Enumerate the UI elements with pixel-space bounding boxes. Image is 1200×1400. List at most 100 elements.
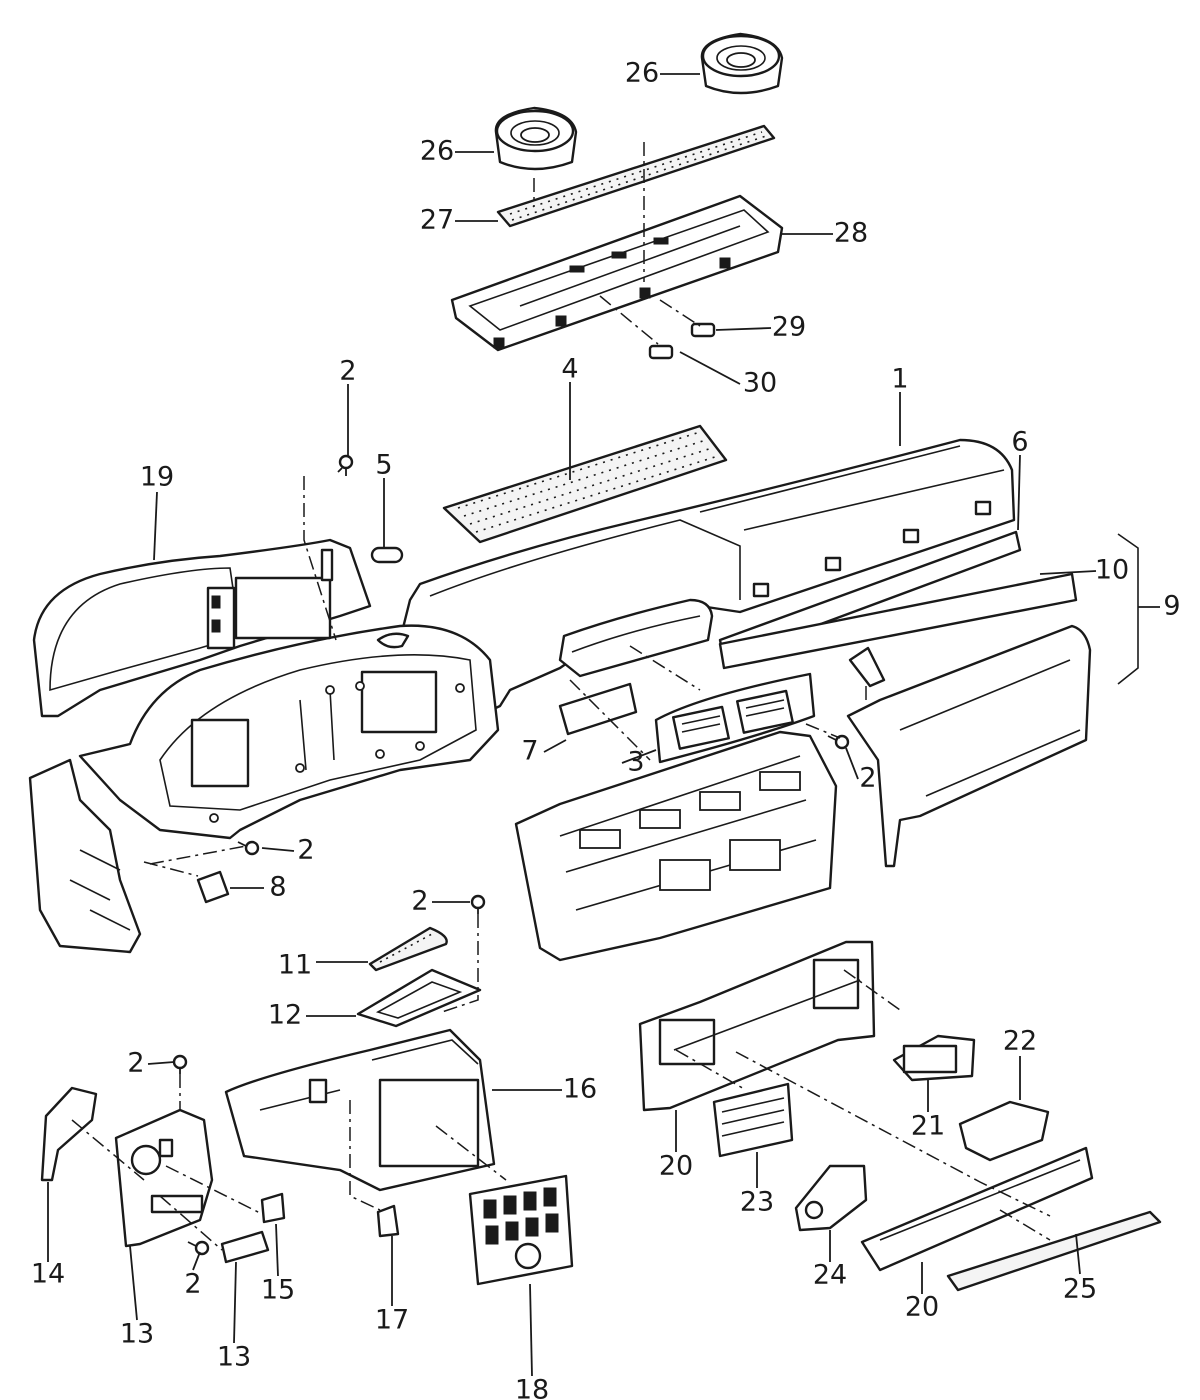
callout-2: 2 bbox=[261, 835, 315, 866]
callout-20: 20 bbox=[905, 1262, 939, 1323]
callout-28: 28 bbox=[782, 218, 868, 249]
cup-holder-left bbox=[494, 106, 578, 171]
callout-number: 20 bbox=[905, 1292, 939, 1323]
cover-13 bbox=[220, 1230, 270, 1264]
cap-8 bbox=[196, 870, 230, 904]
frame-12 bbox=[356, 968, 482, 1028]
callout-number: 30 bbox=[743, 368, 777, 399]
cap-15 bbox=[260, 1192, 286, 1224]
dashboard-frame bbox=[78, 624, 500, 840]
trim-strip-10 bbox=[718, 572, 1078, 670]
callout-number: 28 bbox=[834, 218, 868, 249]
center-console-16 bbox=[224, 1028, 496, 1192]
clip-29 bbox=[690, 322, 716, 338]
storage-tray bbox=[450, 194, 784, 352]
callout-number: 25 bbox=[1063, 1274, 1097, 1305]
glove-box-9 bbox=[846, 624, 1092, 868]
callout-22: 22 bbox=[1003, 1026, 1037, 1100]
knee-panel-13 bbox=[114, 1108, 214, 1248]
switch-panel-24 bbox=[794, 1164, 868, 1232]
callout-leader bbox=[715, 327, 772, 331]
callout-leader bbox=[1039, 570, 1097, 575]
callout-5: 5 bbox=[375, 450, 393, 548]
callout-number: 17 bbox=[375, 1305, 409, 1336]
callout-leader bbox=[1075, 1233, 1081, 1275]
callout-12: 12 bbox=[268, 1000, 356, 1031]
callout-14: 14 bbox=[31, 1182, 65, 1290]
callout-26: 26 bbox=[625, 58, 700, 89]
callout-number: 13 bbox=[217, 1342, 251, 1373]
cover-11 bbox=[368, 926, 448, 972]
callout-number: 10 bbox=[1095, 555, 1129, 586]
callout-8: 8 bbox=[230, 872, 287, 903]
callout-25: 25 bbox=[1063, 1233, 1097, 1305]
callout-leader bbox=[845, 747, 859, 780]
callout-9: 9 bbox=[1138, 591, 1181, 622]
callout-number: 27 bbox=[420, 205, 454, 236]
instrument-cluster-19 bbox=[32, 538, 372, 718]
callout-number: 26 bbox=[625, 58, 659, 89]
callout-2: 2 bbox=[184, 1251, 202, 1300]
callout-leader bbox=[233, 1261, 237, 1344]
callout-leader bbox=[275, 1223, 279, 1277]
callout-number: 13 bbox=[120, 1319, 154, 1350]
callout-number: 11 bbox=[278, 950, 312, 981]
wedge-10 bbox=[848, 646, 886, 688]
callout-number: 4 bbox=[561, 354, 578, 385]
callout-number: 2 bbox=[297, 835, 314, 866]
callout-15: 15 bbox=[261, 1223, 295, 1306]
screw-bottom bbox=[187, 1240, 210, 1256]
callout-27: 27 bbox=[420, 205, 498, 236]
callout-layer: 1222222345678910111213131415161718192020… bbox=[31, 58, 1181, 1400]
callout-29: 29 bbox=[715, 312, 806, 343]
callout-number: 7 bbox=[521, 736, 538, 767]
callout-number: 8 bbox=[269, 872, 286, 903]
callout-number: 2 bbox=[127, 1048, 144, 1079]
tray-22 bbox=[958, 1100, 1050, 1162]
callout-24: 24 bbox=[813, 1230, 847, 1291]
perforated-cover-top bbox=[496, 124, 776, 228]
callout-6: 6 bbox=[1011, 427, 1029, 531]
callout-13: 13 bbox=[217, 1261, 251, 1373]
callout-number: 9 bbox=[1163, 591, 1180, 622]
callout-leader bbox=[621, 749, 657, 764]
callout-26: 26 bbox=[420, 136, 494, 167]
clip-30 bbox=[648, 344, 674, 360]
screw-lower-left bbox=[172, 1054, 188, 1074]
callout-number: 22 bbox=[1003, 1026, 1037, 1057]
callout-number: 12 bbox=[268, 1000, 302, 1031]
screw-mid bbox=[470, 894, 486, 914]
callout-number: 21 bbox=[911, 1111, 945, 1142]
callout-number: 2 bbox=[339, 356, 356, 387]
cup-holder-right bbox=[700, 32, 784, 95]
callout-23: 23 bbox=[740, 1152, 774, 1218]
lower-trim-20 bbox=[860, 1146, 1094, 1272]
callout-number: 15 bbox=[261, 1275, 295, 1306]
callout-21: 21 bbox=[911, 1080, 945, 1142]
callout-number: 18 bbox=[515, 1375, 549, 1400]
callout-18: 18 bbox=[515, 1283, 549, 1400]
pocket-21 bbox=[892, 1034, 976, 1082]
callout-number: 26 bbox=[420, 136, 454, 167]
strip-25 bbox=[946, 1210, 1162, 1292]
callout-2: 2 bbox=[339, 356, 357, 456]
side-panel-left bbox=[28, 758, 142, 954]
callout-2: 2 bbox=[845, 747, 877, 794]
vent-grille-18 bbox=[468, 1174, 574, 1286]
callout-16: 16 bbox=[492, 1074, 597, 1105]
callout-number: 23 bbox=[740, 1187, 774, 1218]
callout-number: 24 bbox=[813, 1260, 847, 1291]
callout-11: 11 bbox=[278, 950, 368, 981]
callout-1: 1 bbox=[891, 364, 909, 446]
callout-2: 2 bbox=[411, 886, 470, 917]
vent-23 bbox=[712, 1082, 794, 1158]
callout-leader bbox=[1017, 454, 1021, 531]
callout-19: 19 bbox=[140, 462, 174, 561]
lower-frame-20 bbox=[638, 940, 876, 1112]
callout-leader bbox=[679, 351, 741, 385]
callout-leader bbox=[529, 1283, 533, 1377]
screw-top bbox=[337, 454, 354, 476]
callout-20: 20 bbox=[659, 1110, 693, 1182]
callout-number: 19 bbox=[140, 462, 174, 493]
